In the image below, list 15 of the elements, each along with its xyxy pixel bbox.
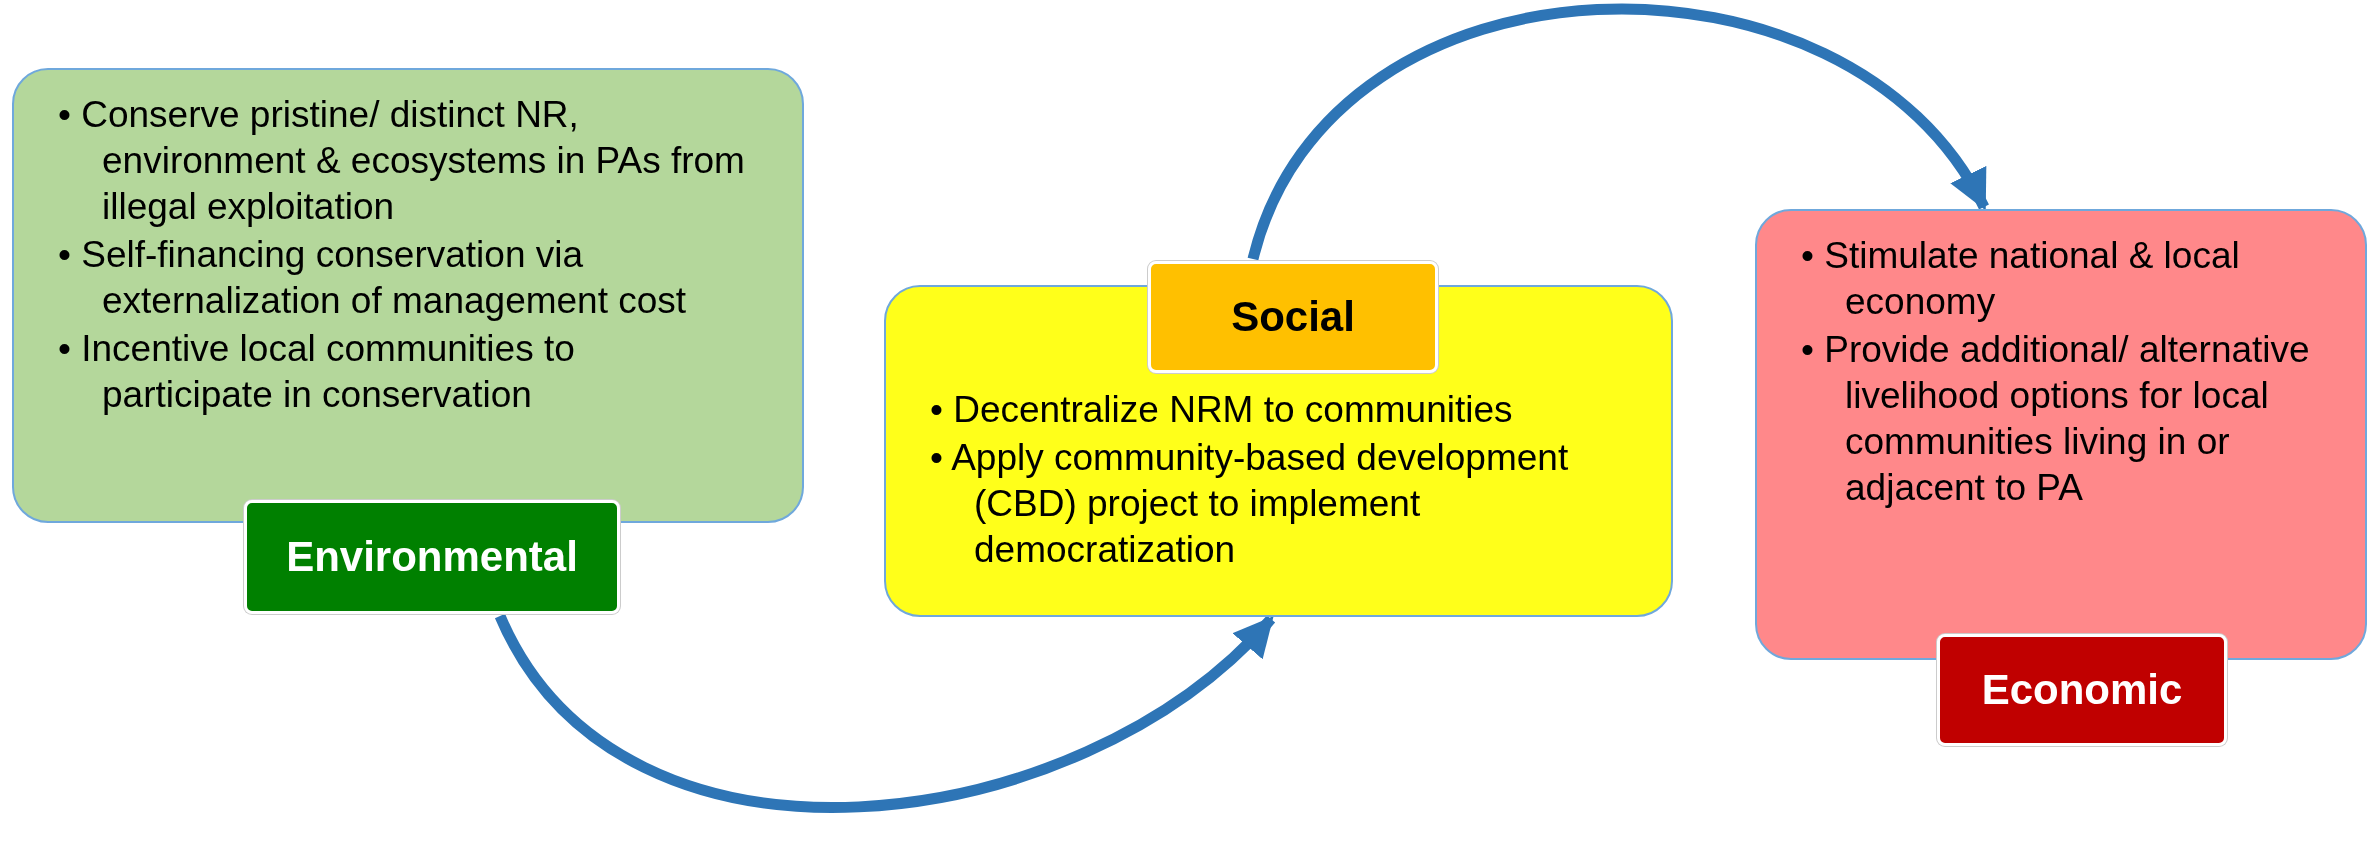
bullet-text: • Stimulate national & local economy	[1801, 234, 2241, 324]
text-box	[1755, 209, 2367, 660]
bullet-text: • Provide additional/ alternative livelihood options for local communities living in or adjacent to PA	[1801, 328, 2311, 510]
bullet-text: • Apply community-based development (CBD) project to implement democratization	[930, 436, 1570, 572]
bullet-text: • Decentralize NRM to communities	[930, 388, 1514, 432]
text-box	[884, 285, 1673, 617]
curved-arrow	[1247, 4, 1989, 261]
bullet-text: • Self-financing conservation via externalization of management cost	[58, 233, 688, 323]
category-label: Social	[1148, 261, 1438, 373]
category-label: Economic	[1937, 634, 2227, 746]
bullet-text: • Conserve pristine/ distinct NR, environment & ecosystems in PAs from illegal exploitation	[58, 93, 746, 229]
text-box	[12, 68, 804, 523]
bullet-text: • Incentive local communities to participate in conservation	[58, 327, 576, 417]
category-label: Environmental	[244, 500, 620, 614]
curved-arrow	[495, 613, 1275, 813]
